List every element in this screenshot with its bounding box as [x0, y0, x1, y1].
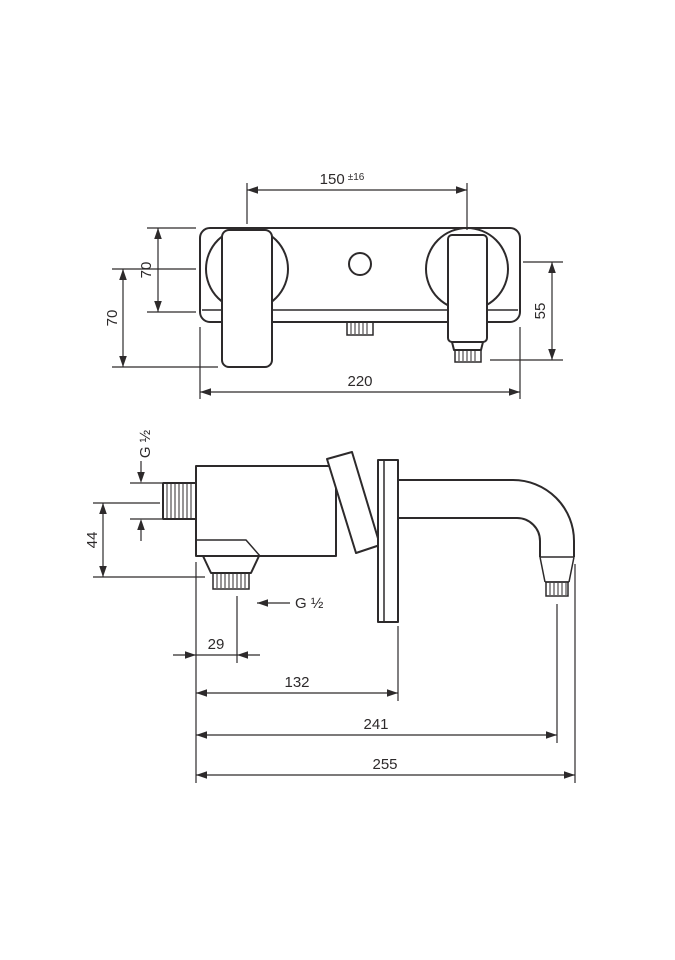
spout-tip-taper	[539, 556, 575, 583]
dim-outlet-thread-label: G ½	[295, 595, 324, 612]
spout-tip-aerator	[545, 581, 569, 597]
spout-front	[447, 234, 488, 343]
dim-outlet-thread: G ½	[257, 595, 324, 612]
mixer-body	[195, 465, 337, 557]
dim-hole-spacing-label: 150±16	[320, 171, 365, 188]
dim-reach-total: 255	[196, 564, 576, 783]
spout-aerator-front-hatch	[458, 351, 476, 361]
hole-spacing-value: 150	[320, 171, 345, 188]
dim-outlet-offset-label: 29	[208, 636, 225, 653]
dim-handle-drop-label: 70	[104, 310, 121, 327]
outlet-aerator	[212, 572, 250, 590]
dim-spout-drop: 55	[490, 261, 563, 361]
spout-inner-curve	[398, 517, 541, 557]
dim-inlet-thread: G ½	[130, 429, 162, 541]
diverter-outlet	[346, 321, 374, 336]
dim-width: 220	[199, 327, 521, 399]
dim-reach-total-label: 255	[372, 756, 397, 773]
outlet-thread-hatch	[216, 574, 246, 588]
dim-reach-center-label: 241	[363, 716, 388, 733]
dim-hole-spacing: 150±16	[246, 171, 468, 230]
dim-depth: 132	[196, 626, 399, 701]
side-view: G ½ 44 G ½ 29	[84, 429, 576, 783]
spout-tip-hatch	[549, 583, 567, 595]
dim-plate-height-label: 70	[138, 262, 155, 279]
dim-outlet-offset: 29	[173, 596, 260, 663]
outlet-trapezoid	[202, 555, 260, 574]
spout-aerator-front	[454, 349, 482, 363]
dim-body-height: 44	[84, 502, 205, 578]
dim-width-label: 220	[347, 373, 372, 390]
dim-plate-height: 70	[138, 227, 196, 313]
dim-inlet-thread-label: G ½	[137, 429, 154, 458]
dim-body-height-label: 44	[84, 532, 101, 549]
lever-handle-front	[221, 229, 273, 368]
diverter-outlet-hatch	[350, 323, 368, 334]
hole-spacing-tolerance: ±16	[348, 172, 365, 183]
dim-spout-drop-label: 55	[532, 303, 549, 320]
dim-depth-label: 132	[284, 674, 309, 691]
center-screw	[348, 252, 372, 276]
spout-outer-curve	[398, 479, 575, 557]
dim-reach-center: 241	[196, 604, 558, 743]
inlet-thread-hatch	[166, 484, 192, 518]
front-view: 150±16 70 70 55	[104, 171, 563, 399]
body-step-line	[196, 539, 261, 557]
dim-handle-drop: 70	[104, 268, 218, 368]
spout-front-taper	[451, 341, 484, 351]
wall-escutcheon-side	[377, 459, 399, 623]
